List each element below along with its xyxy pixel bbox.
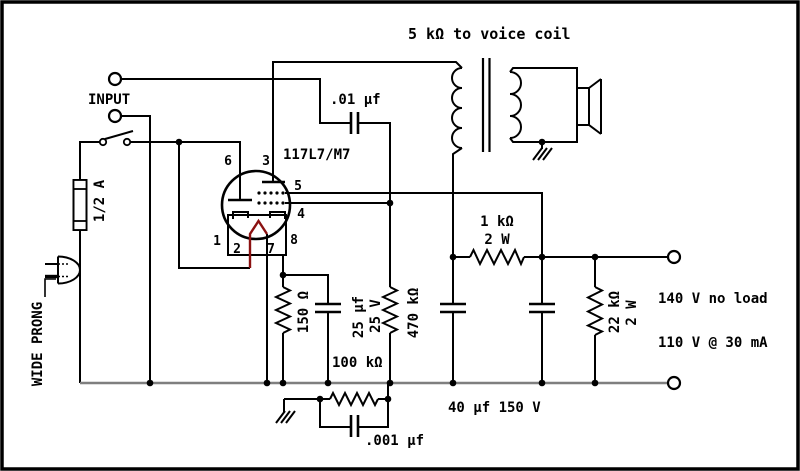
feedback-cap-label: .001 μf (365, 433, 424, 449)
tube-envelope (220, 169, 292, 241)
wire-cathode-node (283, 274, 329, 304)
bleeder-resistor (585, 286, 605, 336)
fuse-cap-top (72, 179, 88, 190)
voltage-no-load-label: 140 V no load (658, 291, 768, 307)
coupling-cap-label: .01 μf (330, 92, 381, 108)
wire-heater-run (178, 142, 250, 269)
wire-secondary-top (509, 67, 578, 88)
cathode-network: 150 Ω 25 μf 25 V (273, 286, 384, 338)
wire-primary-bottom (452, 147, 463, 257)
pin4-label: 4 (297, 207, 305, 222)
speaker-cone (588, 78, 602, 135)
wire-screen-line (285, 192, 543, 257)
output-impedance-label: 5 kΩ to voice coil (408, 25, 571, 43)
grid-resistor-network: 470 kΩ (380, 286, 422, 339)
wire-fbcap-right (358, 399, 389, 428)
tube-117l7: 117L7/M7 6 3 5 4 1 2 7 8 (213, 147, 350, 268)
tube-grid-pin5 (257, 191, 285, 195)
feedback-resistor (329, 390, 379, 408)
speaker-driver (576, 87, 590, 126)
filter-caps-label: 40 μf 150 V (448, 400, 541, 416)
input-terminal-top (107, 71, 123, 87)
output-transformer: 5 kΩ to voice coil (408, 25, 578, 161)
transformer-secondary-coil (509, 71, 522, 139)
tube-filament (248, 218, 269, 268)
bypass-cap-value-label: 25 μf (351, 296, 367, 338)
ac-plug: WIDE PRONG (30, 255, 81, 386)
input-terminals: INPUT (88, 71, 130, 124)
wide-prong-label: WIDE PRONG (30, 302, 46, 386)
input-label: INPUT (88, 92, 130, 108)
filter-capacitors: 40 μf 150 V (440, 302, 555, 416)
fuse-cap-bottom (72, 220, 88, 231)
grid-resistor-label: 470 kΩ (406, 288, 422, 339)
switch-arm (104, 130, 134, 140)
pin8-label: 8 (290, 233, 298, 248)
pin7-label: 7 (267, 242, 275, 257)
pin3-label: 3 (262, 154, 270, 169)
bleeder-resistor-wattage: 2 W (624, 300, 640, 326)
tube-type-label: 117L7/M7 (283, 147, 350, 163)
pin2-label: 2 (233, 242, 241, 257)
wire-switch-to-pin6 (130, 141, 241, 200)
output-terminals: 140 V no load 110 V @ 30 mA (658, 249, 768, 391)
output-terminal-bplus (666, 249, 682, 265)
tube-cathode-right (269, 211, 286, 219)
speaker (576, 78, 602, 135)
cathode-resistor-label: 150 Ω (296, 291, 312, 333)
plug-body (57, 255, 81, 285)
tube-cathode-left (232, 211, 249, 219)
feedback-resistor-label: 100 kΩ (332, 355, 383, 371)
feedback-network: 100 kΩ .001 μf (275, 355, 424, 449)
input-terminal-bottom (107, 108, 123, 124)
dropping-resistor-value: 1 kΩ (480, 214, 514, 230)
wire-grid-node (358, 122, 391, 287)
cathode-resistor (273, 286, 293, 334)
pin5-label: 5 (294, 179, 302, 194)
wire-fbcap-left (319, 399, 351, 428)
switch-contact-right (122, 137, 132, 147)
junction-dots (146, 138, 599, 403)
transformer-primary-coil (451, 67, 463, 149)
voltage-loaded-label: 110 V @ 30 mA (658, 335, 768, 351)
tube-base-box (227, 214, 287, 256)
tube-grid-pin4 (257, 201, 285, 205)
dropping-resistor-network: 1 kΩ 2 W (469, 214, 525, 267)
coupling-capacitor: .01 μf (330, 92, 381, 134)
wire-input-top (121, 78, 351, 124)
ground-symbol-secondary (532, 147, 553, 161)
bleeder-resistor-network: 22 kΩ 2 W (585, 286, 640, 336)
switch-contact-left (98, 137, 108, 147)
wire-fuse-to-switch (79, 141, 100, 182)
dropping-resistor (469, 247, 525, 267)
bleeder-resistor-value: 22 kΩ (607, 291, 623, 333)
output-terminal-ground (666, 375, 682, 391)
pin6-label: 6 (224, 154, 232, 169)
fuse-label: 1/2 A (92, 179, 108, 222)
pin1-label: 1 (213, 234, 221, 249)
wire-input-return (121, 115, 151, 383)
fuse: 1/2 A (72, 179, 108, 231)
ground-symbol-feedback (275, 410, 296, 424)
dropping-resistor-wattage: 2 W (484, 232, 510, 248)
grid-resistor (380, 286, 400, 334)
wire-plate-to-primary (272, 61, 463, 182)
power-switch (98, 130, 134, 147)
wide-prong-leader (44, 278, 56, 297)
bypass-cap-voltage-label: 25 V (368, 299, 384, 333)
